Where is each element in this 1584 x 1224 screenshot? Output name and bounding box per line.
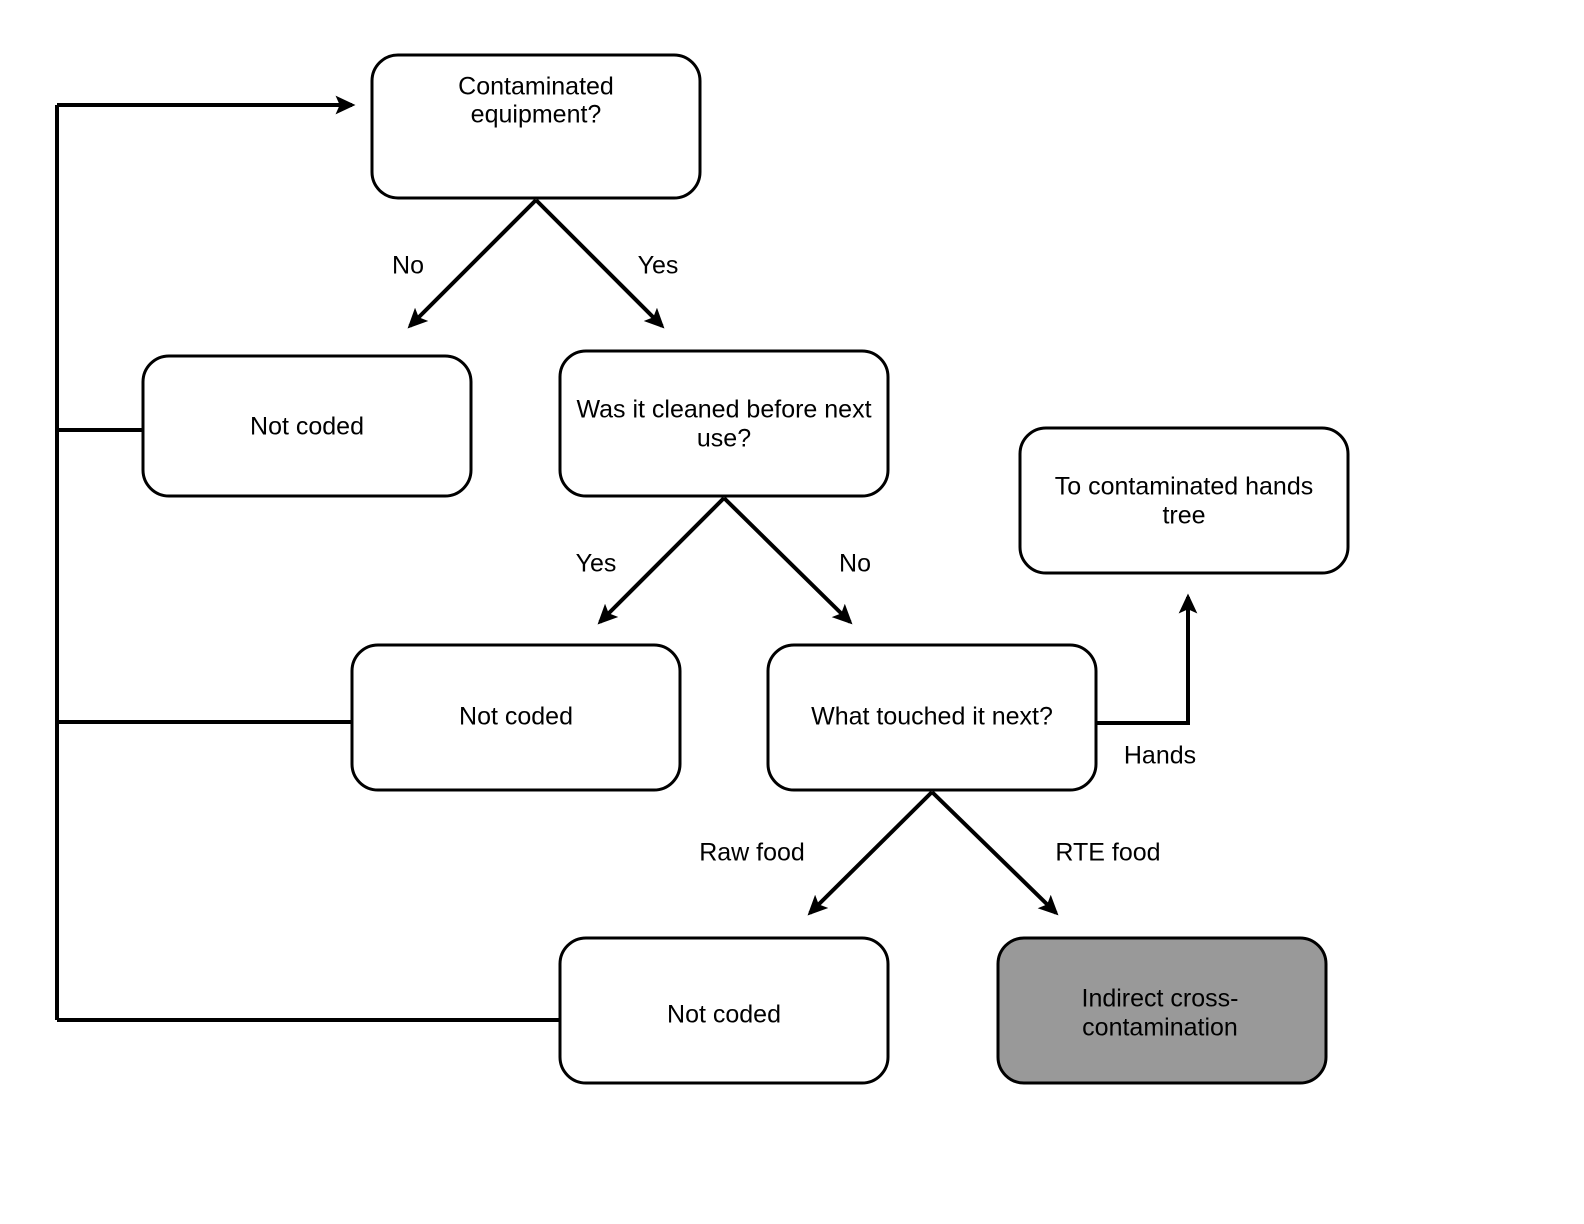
node-not-coded-3-shape[interactable] bbox=[558, 936, 890, 1085]
node-to-contaminated-hands-tree[interactable]: To contaminated hands tree bbox=[1018, 426, 1350, 575]
node-not-coded-2[interactable]: Not coded bbox=[350, 643, 682, 792]
edge-contaminated-to-was-it-cleaned bbox=[534, 198, 665, 329]
loopback-bus bbox=[55, 95, 563, 1022]
edge-cleaned-to-not-coded-2 bbox=[597, 496, 726, 625]
node-to-contaminated-hands-tree-label-line1: To contaminated hands bbox=[1055, 473, 1314, 501]
node-indirect-cross-contamination-label-line2: contamination bbox=[1082, 1014, 1238, 1042]
node-to-contaminated-hands-tree-shape[interactable] bbox=[1018, 426, 1350, 575]
node-not-coded-1-label: Not coded bbox=[250, 413, 364, 441]
node-not-coded-1[interactable]: Not coded bbox=[141, 354, 473, 498]
node-indirect-cross-contamination[interactable]: Indirect cross- contamination bbox=[996, 936, 1328, 1085]
edge-label-hands: Hands bbox=[1124, 742, 1196, 770]
edge-cleaned-to-what-touched bbox=[722, 496, 853, 625]
edge-label-rte-food: RTE food bbox=[1055, 839, 1160, 867]
node-was-it-cleaned-label-line1: Was it cleaned before next bbox=[576, 396, 871, 424]
node-what-touched-it-next[interactable]: What touched it next? bbox=[766, 643, 1098, 792]
node-contaminated-equipment-label-line2: equipment? bbox=[471, 101, 602, 129]
edge-label-no-2: No bbox=[839, 550, 871, 578]
node-what-touched-it-next-label: What touched it next? bbox=[811, 703, 1053, 731]
node-contaminated-equipment[interactable]: Contaminated equipment? bbox=[370, 53, 702, 200]
node-not-coded-3[interactable]: Not coded bbox=[558, 936, 890, 1085]
node-not-coded-2-label: Not coded bbox=[459, 703, 573, 731]
node-contaminated-equipment-label-line1: Contaminated bbox=[458, 73, 614, 101]
node-contaminated-equipment-shape[interactable] bbox=[370, 53, 702, 200]
edge-contaminated-to-not-coded-1 bbox=[407, 198, 538, 329]
edge-label-no-1: No bbox=[392, 252, 424, 280]
edge-what-touched-to-not-coded-3 bbox=[807, 790, 934, 916]
node-what-touched-it-next-shape[interactable] bbox=[766, 643, 1098, 792]
node-was-it-cleaned-label-line2: use? bbox=[697, 425, 751, 453]
node-indirect-cross-contamination-label-line1: Indirect cross- bbox=[1082, 985, 1239, 1013]
edge-label-yes-2: Yes bbox=[576, 550, 617, 578]
node-not-coded-1-shape[interactable] bbox=[141, 354, 473, 498]
node-was-it-cleaned-shape[interactable] bbox=[558, 349, 890, 498]
node-was-it-cleaned[interactable]: Was it cleaned before next use? bbox=[558, 349, 890, 498]
node-to-contaminated-hands-tree-label-line2: tree bbox=[1162, 502, 1205, 530]
edge-what-touched-to-hands-tree bbox=[1096, 593, 1198, 725]
edge-label-raw-food: Raw food bbox=[699, 839, 805, 867]
edge-label-yes-1: Yes bbox=[638, 252, 679, 280]
node-not-coded-3-label: Not coded bbox=[667, 1001, 781, 1029]
edge-what-touched-to-indirect-cross-contamination bbox=[930, 790, 1059, 916]
node-not-coded-2-shape[interactable] bbox=[350, 643, 682, 792]
node-indirect-cross-contamination-shape[interactable] bbox=[996, 936, 1328, 1085]
